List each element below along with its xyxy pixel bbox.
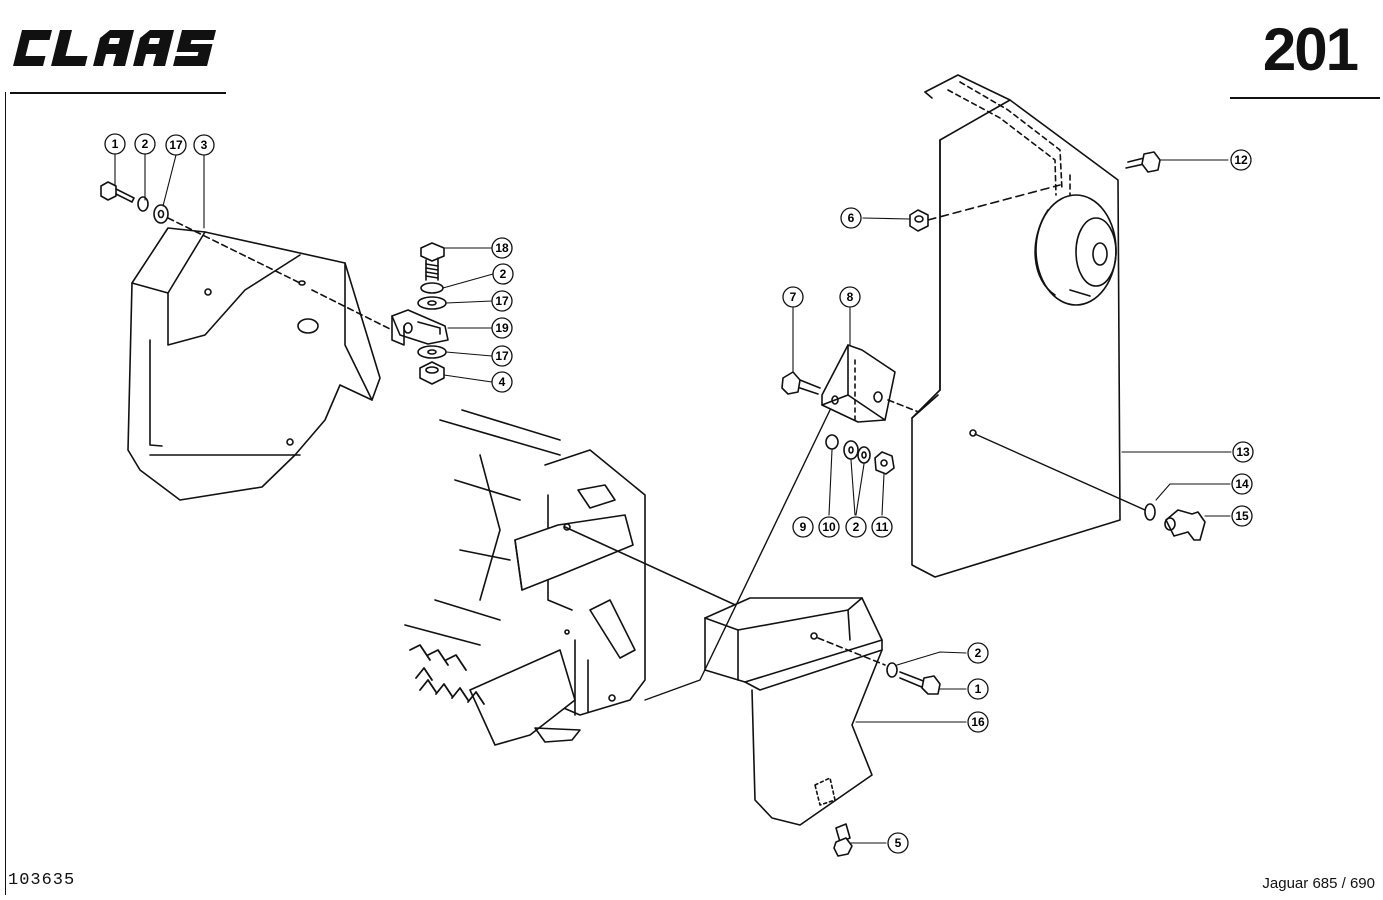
svg-text:11: 11 bbox=[876, 520, 889, 534]
part-15-knob bbox=[1164, 509, 1206, 541]
part-3-cover-panel bbox=[127, 227, 381, 501]
svg-text:10: 10 bbox=[822, 520, 836, 534]
part-17-washer-b bbox=[417, 296, 447, 310]
callout-9: 9 bbox=[792, 516, 814, 538]
callout-2-a: 2 bbox=[134, 133, 156, 155]
part-11-nut bbox=[874, 451, 895, 475]
part-8-bracket bbox=[821, 344, 896, 423]
part-2-lockwasher bbox=[137, 196, 149, 212]
part-6-nut bbox=[909, 209, 929, 232]
callout-3: 3 bbox=[193, 134, 215, 156]
svg-text:3: 3 bbox=[201, 138, 208, 152]
svg-text:17: 17 bbox=[495, 349, 509, 363]
svg-text:9: 9 bbox=[800, 520, 807, 534]
page-number: 201 bbox=[1262, 16, 1359, 83]
callout-17-a: 17 bbox=[165, 134, 187, 156]
part-13-side-panel bbox=[911, 74, 1121, 578]
svg-text:8: 8 bbox=[847, 290, 854, 304]
svg-text:12: 12 bbox=[1234, 153, 1248, 167]
callout-2-c: 2 bbox=[845, 516, 867, 538]
callouts: 1 2 17 3 18 2 17 19 17 4 7 8 9 10 2 11 6… bbox=[104, 133, 1254, 854]
callout-17-b: 17 bbox=[491, 290, 513, 312]
callout-5: 5 bbox=[887, 832, 909, 854]
svg-text:5: 5 bbox=[895, 836, 902, 850]
part-7-bolt bbox=[781, 371, 821, 395]
callout-10: 10 bbox=[818, 516, 840, 538]
svg-text:1: 1 bbox=[975, 682, 982, 696]
model-label: Jaguar 685 / 690 bbox=[1262, 875, 1375, 892]
svg-text:6: 6 bbox=[848, 211, 855, 225]
part-2-lockwasher-c bbox=[857, 446, 871, 464]
callout-2-d: 2 bbox=[967, 642, 989, 664]
svg-text:7: 7 bbox=[790, 290, 797, 304]
part-18-bolt bbox=[420, 242, 445, 281]
callout-15: 15 bbox=[1231, 505, 1253, 527]
part-16-lower-cover bbox=[704, 597, 883, 826]
part-14-washer bbox=[1144, 503, 1156, 521]
callout-16: 16 bbox=[967, 711, 989, 733]
callout-13: 13 bbox=[1232, 441, 1254, 463]
header-rule-left bbox=[10, 92, 226, 94]
svg-text:13: 13 bbox=[1236, 445, 1250, 459]
svg-text:2: 2 bbox=[142, 137, 149, 151]
svg-text:16: 16 bbox=[971, 715, 985, 729]
callout-6: 6 bbox=[840, 207, 862, 229]
svg-text:17: 17 bbox=[169, 138, 183, 152]
claas-logo bbox=[10, 22, 230, 72]
machine-frame bbox=[404, 409, 646, 746]
callout-1-b: 1 bbox=[967, 678, 989, 700]
svg-text:2: 2 bbox=[500, 267, 507, 281]
part-1-bolt bbox=[100, 181, 135, 203]
callout-18: 18 bbox=[491, 237, 513, 259]
document-id: 103635 bbox=[8, 871, 76, 890]
callout-12: 12 bbox=[1230, 149, 1252, 171]
leader-lines bbox=[114, 153, 1232, 844]
callout-11: 11 bbox=[871, 516, 893, 538]
svg-text:2: 2 bbox=[975, 646, 982, 660]
callout-8: 8 bbox=[839, 286, 861, 308]
svg-text:15: 15 bbox=[1235, 509, 1249, 523]
svg-text:4: 4 bbox=[499, 375, 506, 389]
svg-text:2: 2 bbox=[853, 520, 860, 534]
svg-text:18: 18 bbox=[495, 241, 509, 255]
part-2-lockwasher-d bbox=[886, 662, 898, 678]
svg-text:19: 19 bbox=[495, 321, 509, 335]
part-12-bolt bbox=[1125, 151, 1161, 173]
part-4-nut bbox=[419, 361, 445, 385]
callout-7: 7 bbox=[782, 286, 804, 308]
frame-grille bbox=[409, 644, 485, 705]
svg-text:1: 1 bbox=[112, 137, 119, 151]
callout-1-a: 1 bbox=[104, 133, 126, 155]
part-10-washer bbox=[843, 440, 859, 460]
part-19-bracket bbox=[391, 309, 449, 346]
part-5-bolt bbox=[833, 823, 853, 857]
header-rule-right bbox=[1230, 97, 1380, 99]
part-17-washer bbox=[153, 204, 169, 224]
svg-text:14: 14 bbox=[1235, 477, 1249, 491]
left-frame-line bbox=[5, 92, 6, 895]
part-1-bolt-b bbox=[899, 671, 941, 695]
callout-17-c: 17 bbox=[491, 345, 513, 367]
svg-text:17: 17 bbox=[495, 294, 509, 308]
callout-2-b: 2 bbox=[492, 263, 514, 285]
part-9-washer bbox=[825, 434, 839, 450]
part-2-lockwasher-b bbox=[420, 282, 444, 294]
part-17-washer-c bbox=[417, 345, 447, 359]
callout-14: 14 bbox=[1231, 473, 1253, 495]
callout-4: 4 bbox=[491, 371, 513, 393]
callout-19: 19 bbox=[491, 317, 513, 339]
